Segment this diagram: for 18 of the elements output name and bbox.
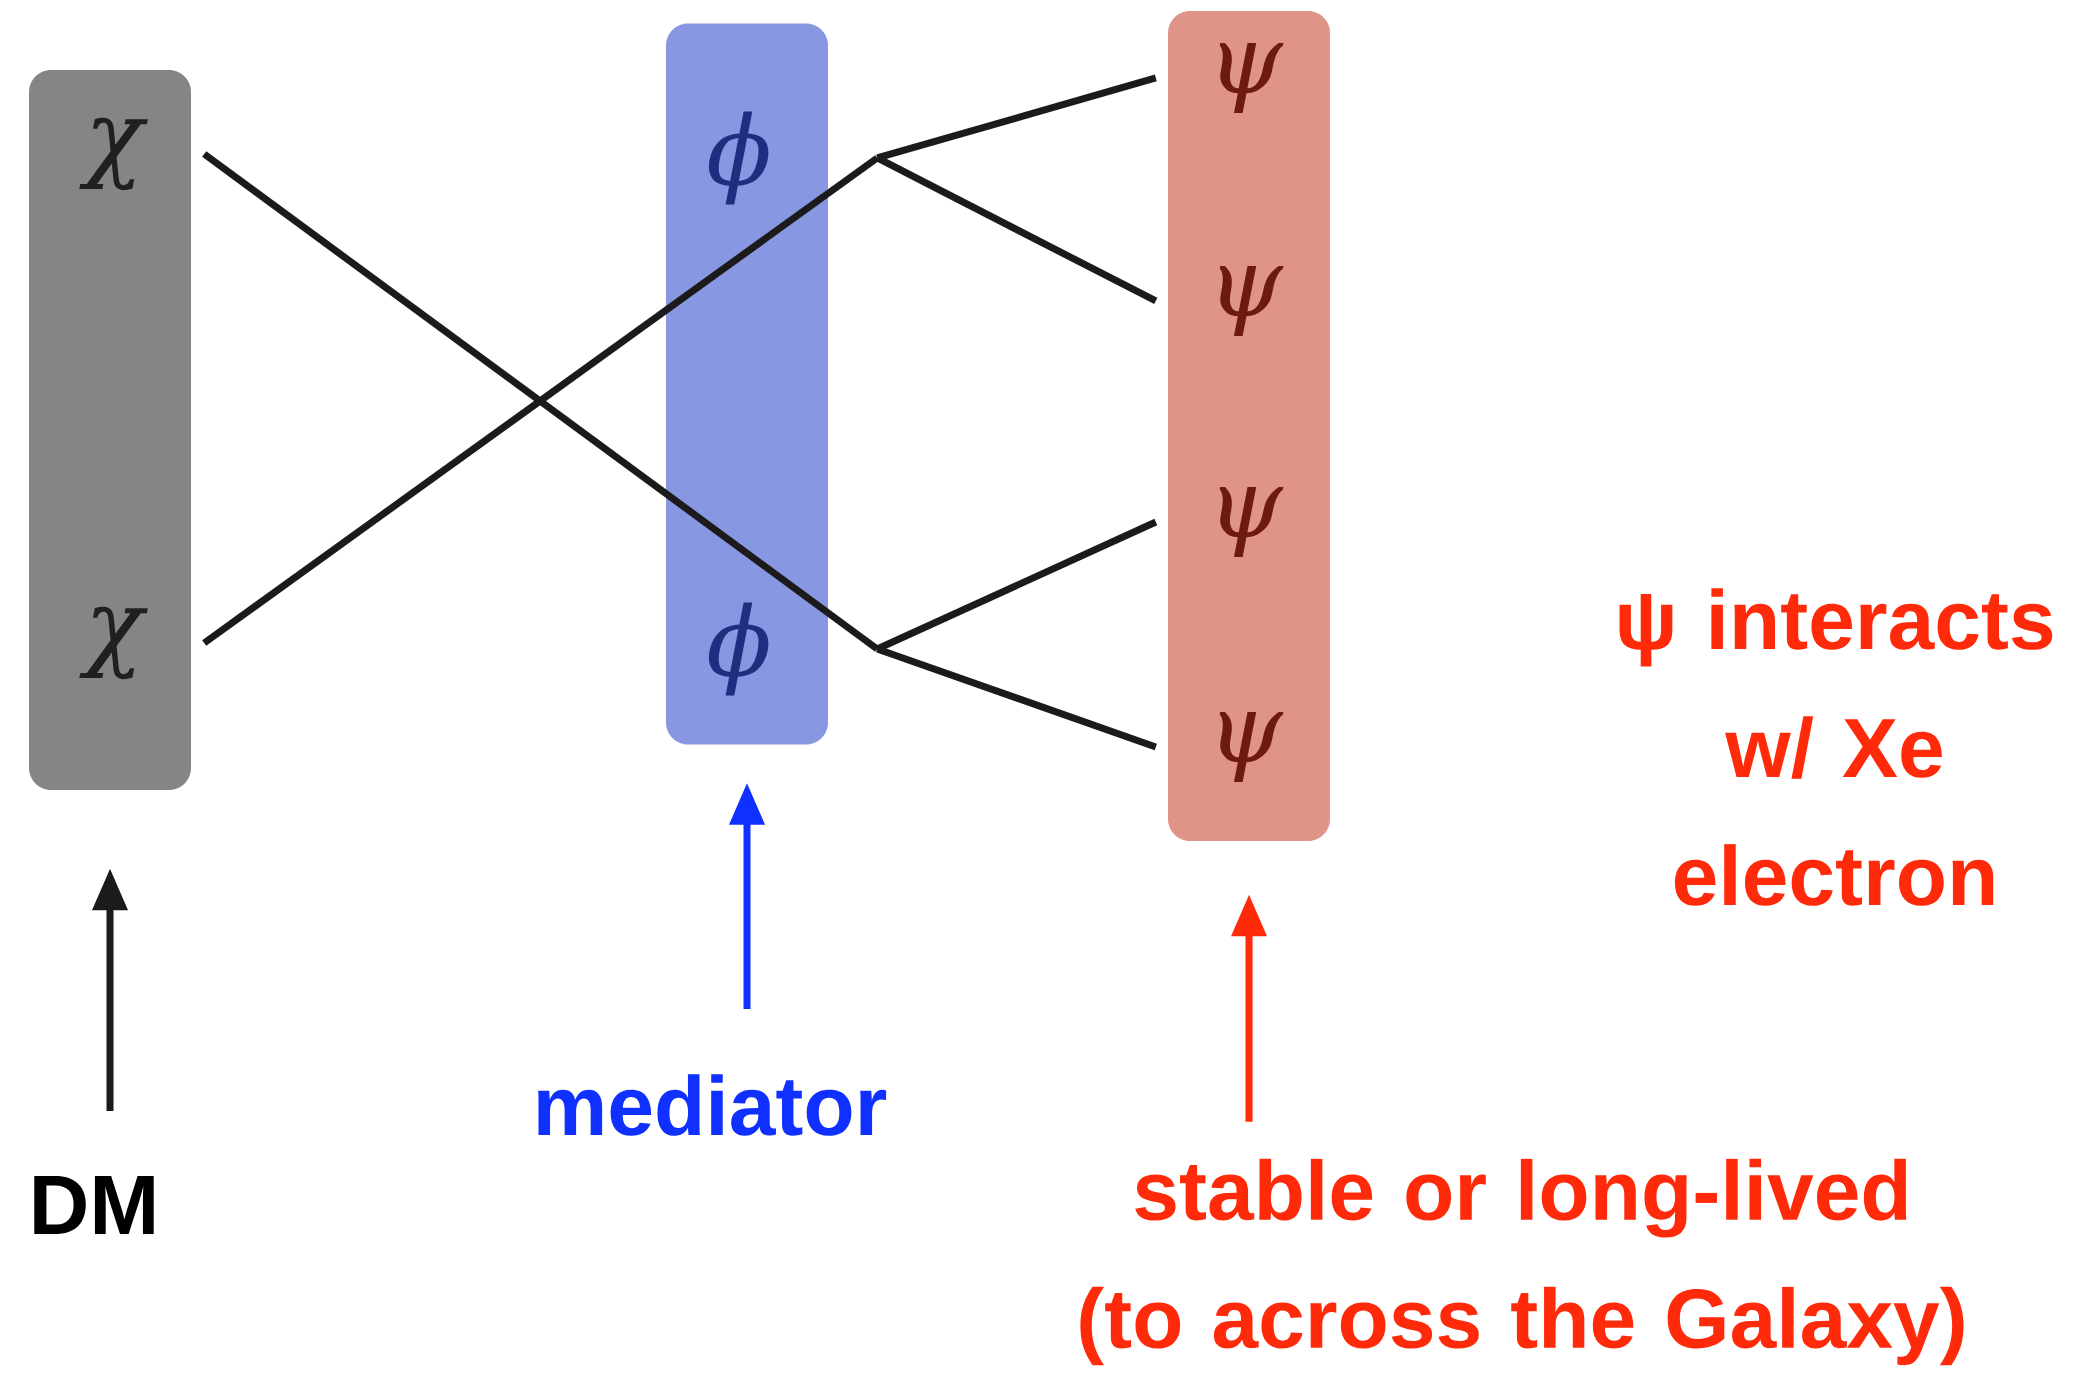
greek-symbol: ϕ [708, 602, 769, 696]
note-text: ψ interacts w/ Xe electron [1619, 588, 2053, 906]
greek-symbol: χ [79, 117, 148, 191]
greek-symbol: ψ [1219, 712, 1284, 782]
line [875, 154, 1158, 305]
rounded-bar [29, 70, 191, 790]
greek-symbol: ψ [1219, 266, 1284, 336]
text-label: mediator [538, 1074, 887, 1136]
greek-symbol: ψ [1219, 43, 1284, 113]
line [876, 74, 1157, 162]
text-label: DM [34, 1176, 154, 1234]
greek-symbol: χ [79, 606, 148, 680]
line [876, 645, 1157, 751]
greek-symbol: ψ [1219, 487, 1284, 557]
text-label: stable or long-lived (to across the Galaxy) [1080, 1158, 1964, 1366]
rounded-bar [1168, 11, 1330, 841]
greek-symbol: ϕ [708, 111, 769, 205]
rounded-bar [666, 23, 828, 745]
